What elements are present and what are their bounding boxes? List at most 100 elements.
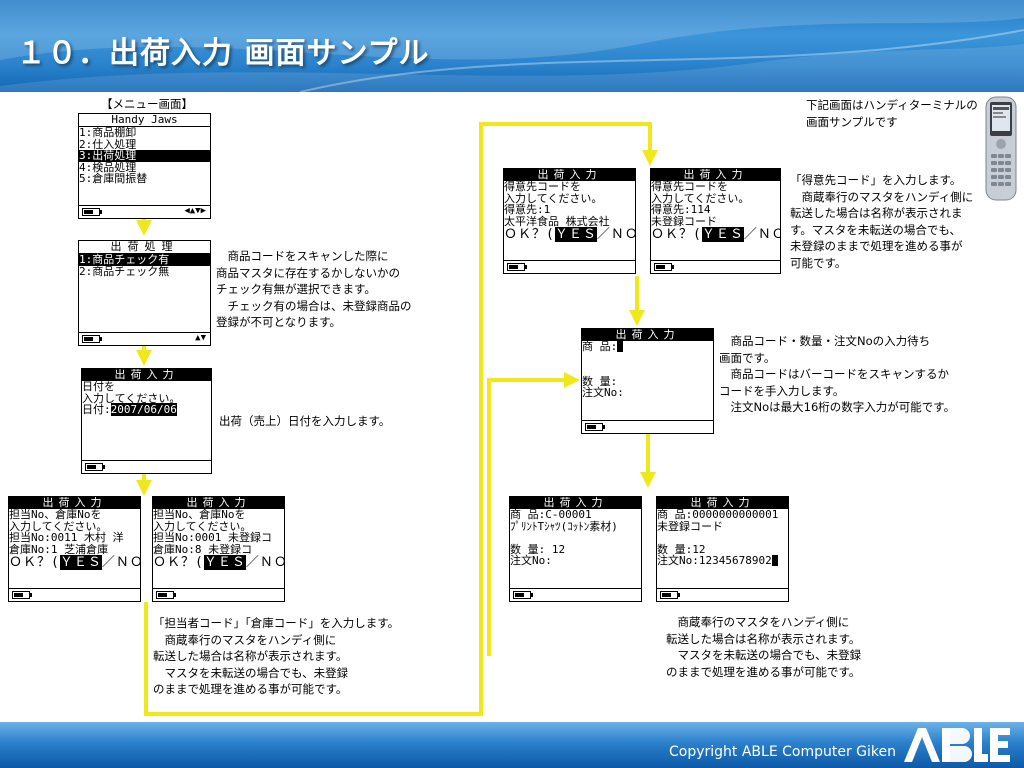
confirm-line[interactable]: ＯＫ？(ＹＥＳ／ＮＯ)	[153, 555, 284, 570]
header-banner: １０．出荷入力 画面サンプル	[0, 0, 1024, 92]
menu-item-selected[interactable]: 1:商品チェック有	[79, 254, 210, 266]
date-label: 日付:	[82, 403, 111, 416]
status-bar	[504, 260, 635, 273]
order-label: 注文No:	[657, 554, 699, 567]
menu-item[interactable]: 2:商品チェック無	[79, 264, 170, 278]
yes-option[interactable]: ＹＥＳ	[554, 227, 597, 242]
prompt-line: 担当No、倉庫Noを	[9, 508, 102, 521]
footer-banner: Copyright ABLE Computer Giken	[0, 722, 1024, 768]
product-field[interactable]: 商 品:C-00001	[510, 508, 592, 521]
staff-field[interactable]: 担当No:0001 未登録コ	[153, 531, 272, 544]
yes-option[interactable]: ＹＥＳ	[701, 227, 744, 242]
scroll-arrows-icon: ◀▲▼▶	[184, 206, 206, 216]
warehouse-field[interactable]: 倉庫No:1 芝浦倉庫	[9, 542, 109, 556]
customer-field[interactable]: 得意先:114	[651, 203, 711, 216]
battery-icon	[654, 263, 674, 271]
customer-name: 太平洋食品 株式会社	[504, 214, 610, 228]
screen-title: 出荷入力	[651, 169, 780, 181]
screen-title: 出荷入力	[9, 497, 140, 509]
order-value[interactable]: 12345678902	[698, 554, 772, 567]
handy-screen-product-wait: 出荷入力 商 品: 数 量: 注文No:	[581, 328, 714, 434]
order-no-field[interactable]: 注文No:	[582, 386, 624, 399]
status-bar	[82, 460, 211, 473]
battery-icon	[82, 208, 102, 216]
order-no-field[interactable]: 注文No:12345678902	[657, 555, 788, 567]
yes-option[interactable]: ＹＥＳ	[59, 555, 102, 570]
status-bar	[153, 588, 284, 601]
handy-screen-date-entry: 出荷入力 日付を 入力してください。 日付:2007/06/06	[81, 368, 212, 474]
no-option[interactable]: ／ＮＯ)	[743, 227, 780, 242]
copyright-text: Copyright ABLE Computer Giken	[668, 744, 896, 760]
confirm-prefix: ＯＫ？(	[153, 555, 204, 570]
input-cursor	[617, 341, 624, 352]
battery-icon	[507, 263, 527, 271]
screen-title: 出荷処理	[79, 241, 210, 254]
customer-name: 未登録コード	[651, 214, 717, 228]
prompt-line: 得意先コードを	[651, 180, 728, 193]
screen-title: 出荷入力	[657, 497, 788, 509]
input-cursor	[771, 555, 778, 566]
no-option[interactable]: ／ＮＯ)	[101, 555, 140, 570]
prompt-line: 入力してください。	[504, 191, 603, 205]
menu-item[interactable]: 2:仕入処理	[79, 137, 137, 151]
status-bar	[657, 588, 788, 601]
handy-screen-staff-1: 出荷入力 担当No、倉庫Noを 入力してください。 担当No:0011 木村 洋…	[8, 496, 141, 602]
date-value[interactable]: 2007/06/06	[110, 403, 177, 416]
prompt-line: 入力してください。	[651, 191, 750, 205]
confirm-prefix: ＯＫ？(	[9, 555, 60, 570]
battery-icon	[660, 591, 680, 599]
able-logo-icon	[904, 728, 1010, 762]
screen-title: 出荷入力	[510, 497, 641, 509]
confirm-line[interactable]: ＯＫ？(ＹＥＳ／ＮＯ)	[504, 227, 635, 242]
confirm-prefix: ＯＫ？(	[651, 227, 702, 242]
product-field[interactable]: 商 品:0000000000001	[657, 508, 779, 521]
note-customer: 「得意先コード」を入力します。 商蔵奉行のマスタをハンディ側に 転送した場合は名…	[790, 173, 974, 270]
handy-screen-shipping-process: 出荷処理 1:商品チェック有 2:商品チェック無 ▲▼	[78, 240, 211, 346]
screen-title: 出荷入力	[582, 329, 713, 341]
blank-line	[657, 532, 788, 544]
status-bar	[582, 420, 713, 433]
header-wave-decoration	[0, 0, 1024, 92]
prompt-line: 得意先コードを	[504, 180, 581, 193]
order-no-field[interactable]: 注文No:	[510, 554, 552, 567]
note-handy-intro: 下記画面はハンディターミナルの 画面サンプルです	[806, 98, 978, 129]
confirm-line[interactable]: ＯＫ？(ＹＥＳ／ＮＯ)	[651, 227, 780, 242]
handy-screen-product-1: 出荷入力 商 品:C-00001 ﾌﾟﾘﾝﾄTｼｬﾂ(ｺｯﾄﾝ素材) 数 量: …	[509, 496, 642, 602]
menu-item[interactable]: 4:検品処理	[79, 160, 137, 174]
confirm-line[interactable]: ＯＫ？(ＹＥＳ／ＮＯ)	[9, 555, 140, 570]
battery-icon	[156, 591, 176, 599]
screen-title: 出荷入力	[82, 369, 211, 381]
no-option[interactable]: ／ＮＯ)	[596, 227, 635, 242]
yes-option[interactable]: ＹＥＳ	[203, 555, 246, 570]
status-bar	[9, 588, 140, 601]
battery-icon	[585, 423, 605, 431]
handy-screen-customer-2: 出荷入力 得意先コードを 入力してください。 得意先:114 未登録コード ＯＫ…	[650, 168, 781, 274]
status-bar	[510, 588, 641, 601]
menu-item-selected[interactable]: 3:出荷処理	[79, 150, 210, 162]
quantity-field[interactable]: 数 量:12	[657, 542, 706, 556]
page-title: １０．出荷入力 画面サンプル	[16, 36, 430, 71]
date-field[interactable]: 日付:2007/06/06	[82, 403, 211, 416]
no-option[interactable]: ／ＮＯ)	[245, 555, 284, 570]
screen-title: 出荷入力	[504, 169, 635, 181]
quantity-field[interactable]: 数 量:	[582, 374, 618, 388]
blank-line	[582, 353, 713, 365]
note-product: 商蔵奉行のマスタをハンディ側に 転送した場合は名称が表示されます。 マスタを未転…	[666, 615, 862, 679]
product-field[interactable]: 商 品:	[582, 341, 713, 353]
prompt-line: 入力してください。	[153, 519, 252, 533]
prompt-line: 入力してください。	[82, 391, 181, 405]
staff-field[interactable]: 担当No:0011 木村 洋	[9, 531, 124, 544]
customer-field[interactable]: 得意先:1	[504, 203, 551, 216]
menu-item[interactable]: 1:商品棚卸	[79, 126, 137, 139]
battery-icon	[12, 591, 32, 599]
note-check: 商品コードをスキャンした際に 商品マスタに存在するかしないかの チェック有無が選…	[216, 249, 412, 329]
blank-line	[510, 532, 641, 544]
menu-item[interactable]: 5:倉庫間振替	[79, 172, 148, 185]
quantity-field[interactable]: 数 量: 12	[510, 542, 566, 556]
warehouse-field[interactable]: 倉庫No:8 未登録コ	[153, 542, 253, 556]
handy-screen-product-2: 出荷入力 商 品:0000000000001 未登録コード 数 量:12 注文N…	[656, 496, 789, 602]
product-label: 商 品:	[582, 340, 618, 353]
handy-screen-menu: Handy Jaws 1:商品棚卸 2:仕入処理 3:出荷処理 4:検品処理 5…	[78, 113, 211, 219]
menu-caption: 【メニュー画面】	[101, 97, 193, 111]
